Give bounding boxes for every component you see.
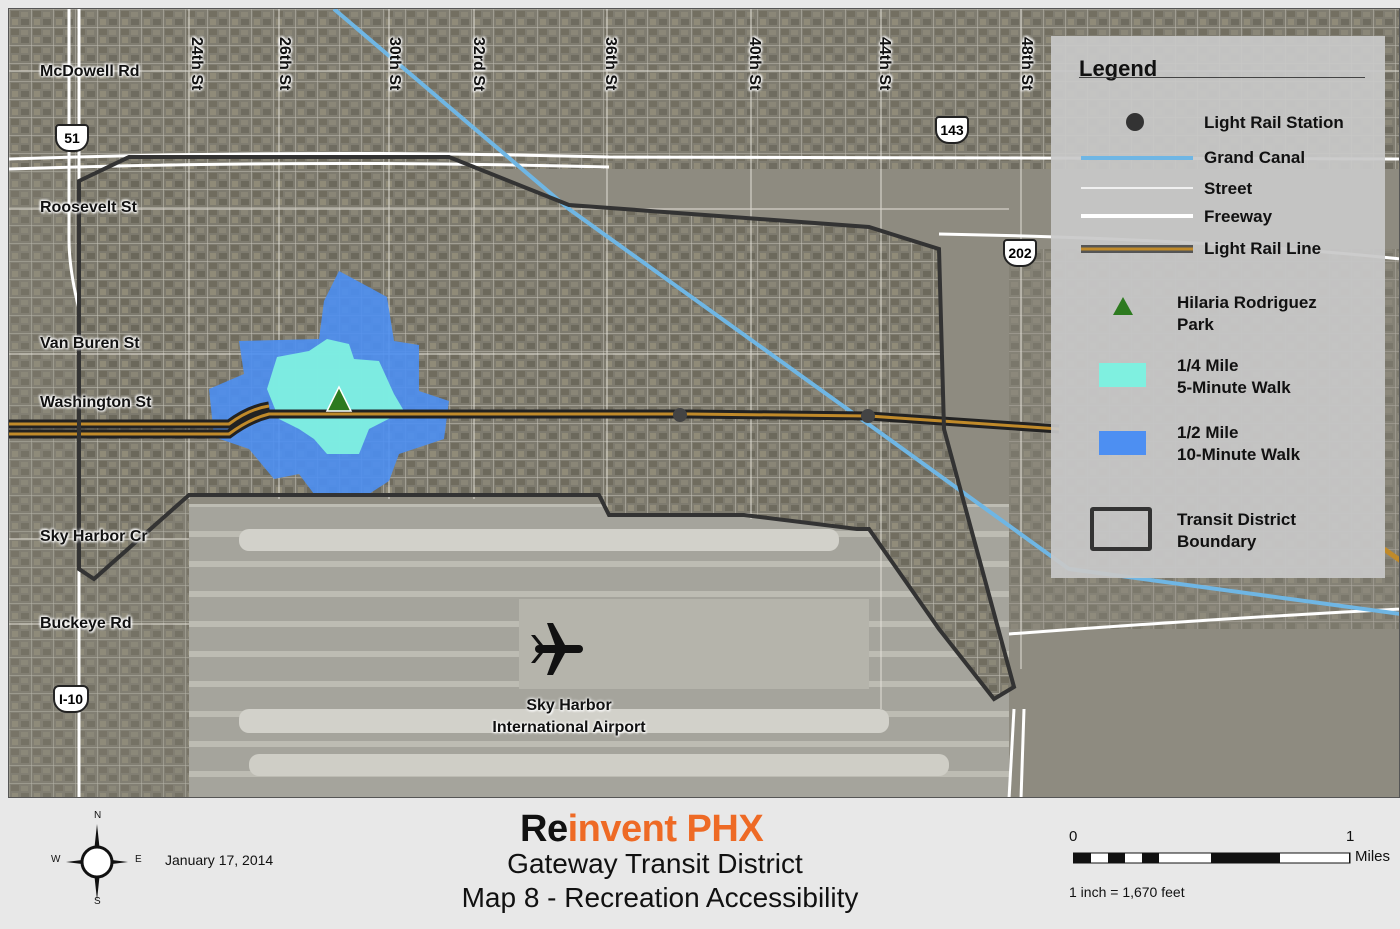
grand-canal: [332, 9, 1399, 616]
street-label: Buckeye Rd: [40, 615, 132, 632]
scale-end: 1: [1346, 828, 1355, 845]
legend-item-line: Boundary: [1177, 532, 1257, 551]
light-rail-station: [673, 408, 687, 422]
canal-symbol: [1081, 156, 1193, 160]
legend-item-label: Light Rail Station: [1204, 113, 1344, 132]
street-label: 40th St: [746, 37, 763, 91]
map-subtitle: Gateway Transit District: [507, 848, 803, 879]
airplane-icon: [531, 623, 583, 675]
street-label: 30th St: [386, 37, 403, 91]
park-symbol: [1113, 297, 1133, 315]
street-label: Washington St: [40, 394, 152, 411]
compass-west: W: [51, 854, 61, 865]
compass-east: E: [135, 854, 142, 865]
compass-north: N: [94, 810, 102, 821]
street-label: 26th St: [276, 37, 293, 91]
legend-item-line: Hilaria Rodriguez: [1177, 293, 1317, 312]
brand-re: Re: [520, 808, 568, 850]
street-label: 24th St: [188, 37, 205, 91]
street-label: 44th St: [876, 37, 893, 91]
boundary-swatch: [1090, 507, 1152, 551]
map-title: Map 8 - Recreation Accessibility: [461, 882, 859, 913]
legend-item-label: 1/4 Mile 5-Minute Walk: [1177, 355, 1291, 399]
legend-item-line: 1/2 Mile: [1177, 423, 1239, 442]
light-rail-station: [861, 409, 875, 423]
legend-item-line: 10-Minute Walk: [1177, 445, 1301, 464]
legend-item-line: 1/4 Mile: [1177, 356, 1239, 375]
legend-divider: [1079, 77, 1365, 78]
rail-symbol: [1081, 245, 1193, 253]
street-label: 48th St: [1018, 37, 1035, 91]
brand-phx: PHX: [686, 808, 764, 850]
street-label: 36th St: [602, 37, 619, 91]
street-label: 32rd St: [470, 37, 487, 92]
map-date: January 17, 2014: [165, 852, 274, 868]
street-label: Roosevelt St: [40, 199, 137, 216]
brand-invent: invent: [567, 808, 677, 850]
highway-shield: 51: [55, 124, 89, 152]
legend-item-label: Freeway: [1204, 207, 1273, 226]
airport-label-line: Sky Harbor: [526, 697, 612, 714]
street-label: McDowell Rd: [40, 63, 140, 80]
legend-item-label: Light Rail Line: [1204, 239, 1322, 258]
street-label: Van Buren St: [40, 335, 140, 352]
compass-south: S: [94, 896, 101, 907]
street-symbol: [1081, 187, 1193, 189]
brand-logo: Reinvent PHX: [520, 808, 764, 851]
highway-shield: 143: [935, 116, 969, 144]
legend-title: Legend: [1079, 56, 1158, 81]
scale-bar: [1073, 852, 1351, 864]
legend: Legend Light Rail Station Grand Canal St…: [1051, 36, 1385, 578]
interstate-shield: I-10: [53, 685, 89, 713]
legend-item-line: Park: [1177, 315, 1214, 334]
legend-item-label: Grand Canal: [1204, 148, 1306, 167]
legend-item-label: Street: [1204, 179, 1253, 198]
scale-unit: Miles: [1355, 848, 1391, 865]
legend-item-line: Transit District: [1177, 510, 1297, 529]
airport-label: Sky Harbor International Airport: [449, 695, 689, 739]
quarter-mile-swatch: [1099, 363, 1146, 387]
highway-shield: 202: [1003, 239, 1037, 267]
freeway-symbol: [1081, 214, 1193, 218]
airport-label-line: International Airport: [492, 719, 646, 736]
station-symbol: [1126, 113, 1144, 131]
district-boundary: [77, 155, 1017, 702]
half-mile-swatch: [1099, 431, 1146, 455]
park-marker: [325, 385, 353, 412]
scale-start: 0: [1069, 828, 1078, 845]
legend-item-line: 5-Minute Walk: [1177, 378, 1291, 397]
compass-icon: [66, 824, 128, 900]
street-label: Sky Harbor Cr: [40, 528, 148, 545]
legend-item-label: 1/2 Mile 10-Minute Walk: [1177, 422, 1300, 466]
map-footer: N S E W January 17, 2014 Reinvent PHX Ga…: [0, 798, 1400, 929]
scale-ratio: 1 inch = 1,670 feet: [1069, 884, 1185, 900]
